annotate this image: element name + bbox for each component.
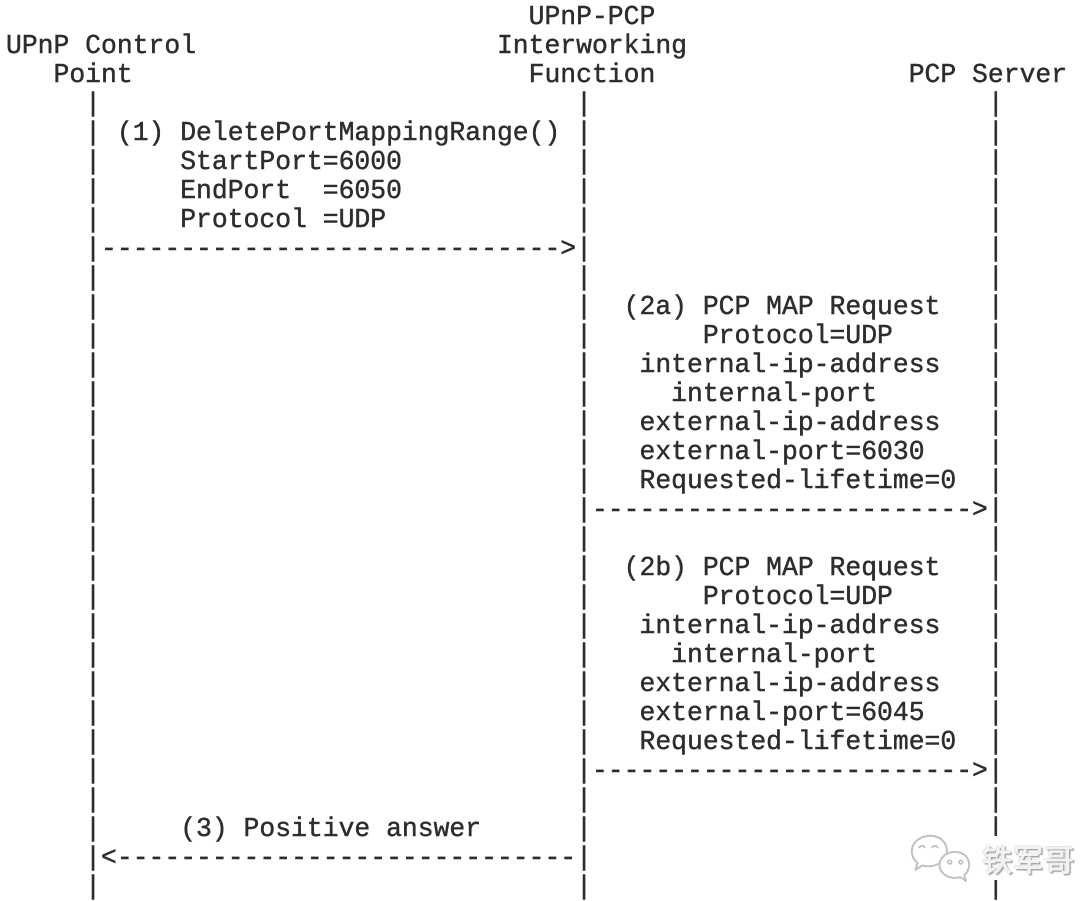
ascii-sequence-diagram: UPnP-PCP UPnP Control Interworking Point… [6, 2, 1068, 901]
sequence-diagram-canvas: UPnP-PCP UPnP Control Interworking Point… [5, 2, 1074, 901]
